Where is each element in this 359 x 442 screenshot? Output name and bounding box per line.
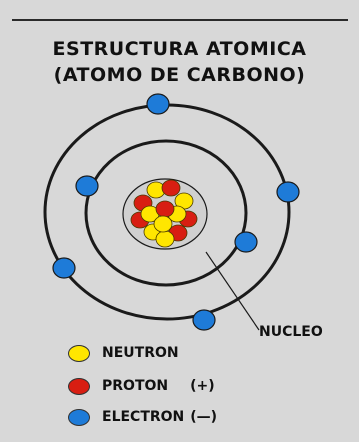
- legend-electron: ELECTRON (—): [68, 406, 217, 428]
- electron: [53, 258, 75, 278]
- legend-proton: PROTON (+): [68, 375, 215, 397]
- neutron: [154, 216, 172, 232]
- proton-swatch-icon: [68, 378, 90, 395]
- electron: [147, 94, 169, 114]
- electron: [277, 182, 299, 202]
- electron: [76, 176, 98, 196]
- legend-neutron: NEUTRON: [68, 342, 179, 364]
- proton: [156, 201, 174, 217]
- legend-proton-label: PROTON: [102, 378, 168, 394]
- electron-swatch-icon: [68, 409, 90, 426]
- electron: [235, 232, 257, 252]
- electron: [193, 310, 215, 330]
- legend-proton-charge: (+): [190, 378, 215, 394]
- legend-neutron-label: NEUTRON: [102, 345, 179, 361]
- neutron-swatch-icon: [68, 345, 90, 362]
- neutron: [156, 231, 174, 247]
- nucleus-label: NUCLEO: [259, 324, 323, 340]
- legend-electron-label: ELECTRON: [102, 409, 184, 425]
- proton: [162, 180, 180, 196]
- legend-electron-charge: (—): [190, 409, 217, 425]
